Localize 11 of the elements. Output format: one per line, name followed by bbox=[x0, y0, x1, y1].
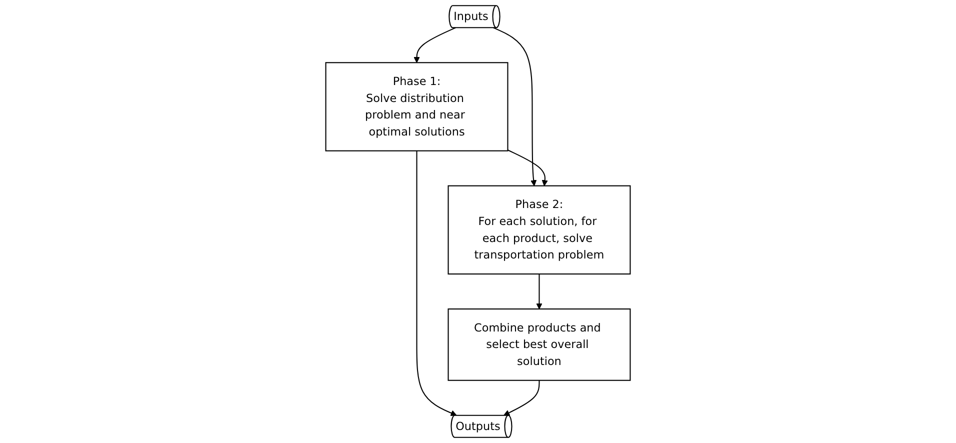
node-box: Phase 2: For each solution, for each product, solve transportation problem bbox=[448, 185, 631, 275]
node-box: Combine products and select best overall solution bbox=[448, 308, 631, 381]
arrow bbox=[504, 380, 540, 416]
arrow bbox=[414, 27, 456, 63]
node-box: Phase 1: Solve distribution problem and near optimal solutions bbox=[325, 62, 508, 152]
arrow bbox=[416, 150, 457, 416]
node-text: Inputs bbox=[454, 10, 488, 23]
arrow bbox=[508, 150, 548, 186]
arrow bbox=[536, 274, 542, 310]
arrow bbox=[493, 27, 537, 186]
node-text: Outputs bbox=[456, 419, 500, 433]
